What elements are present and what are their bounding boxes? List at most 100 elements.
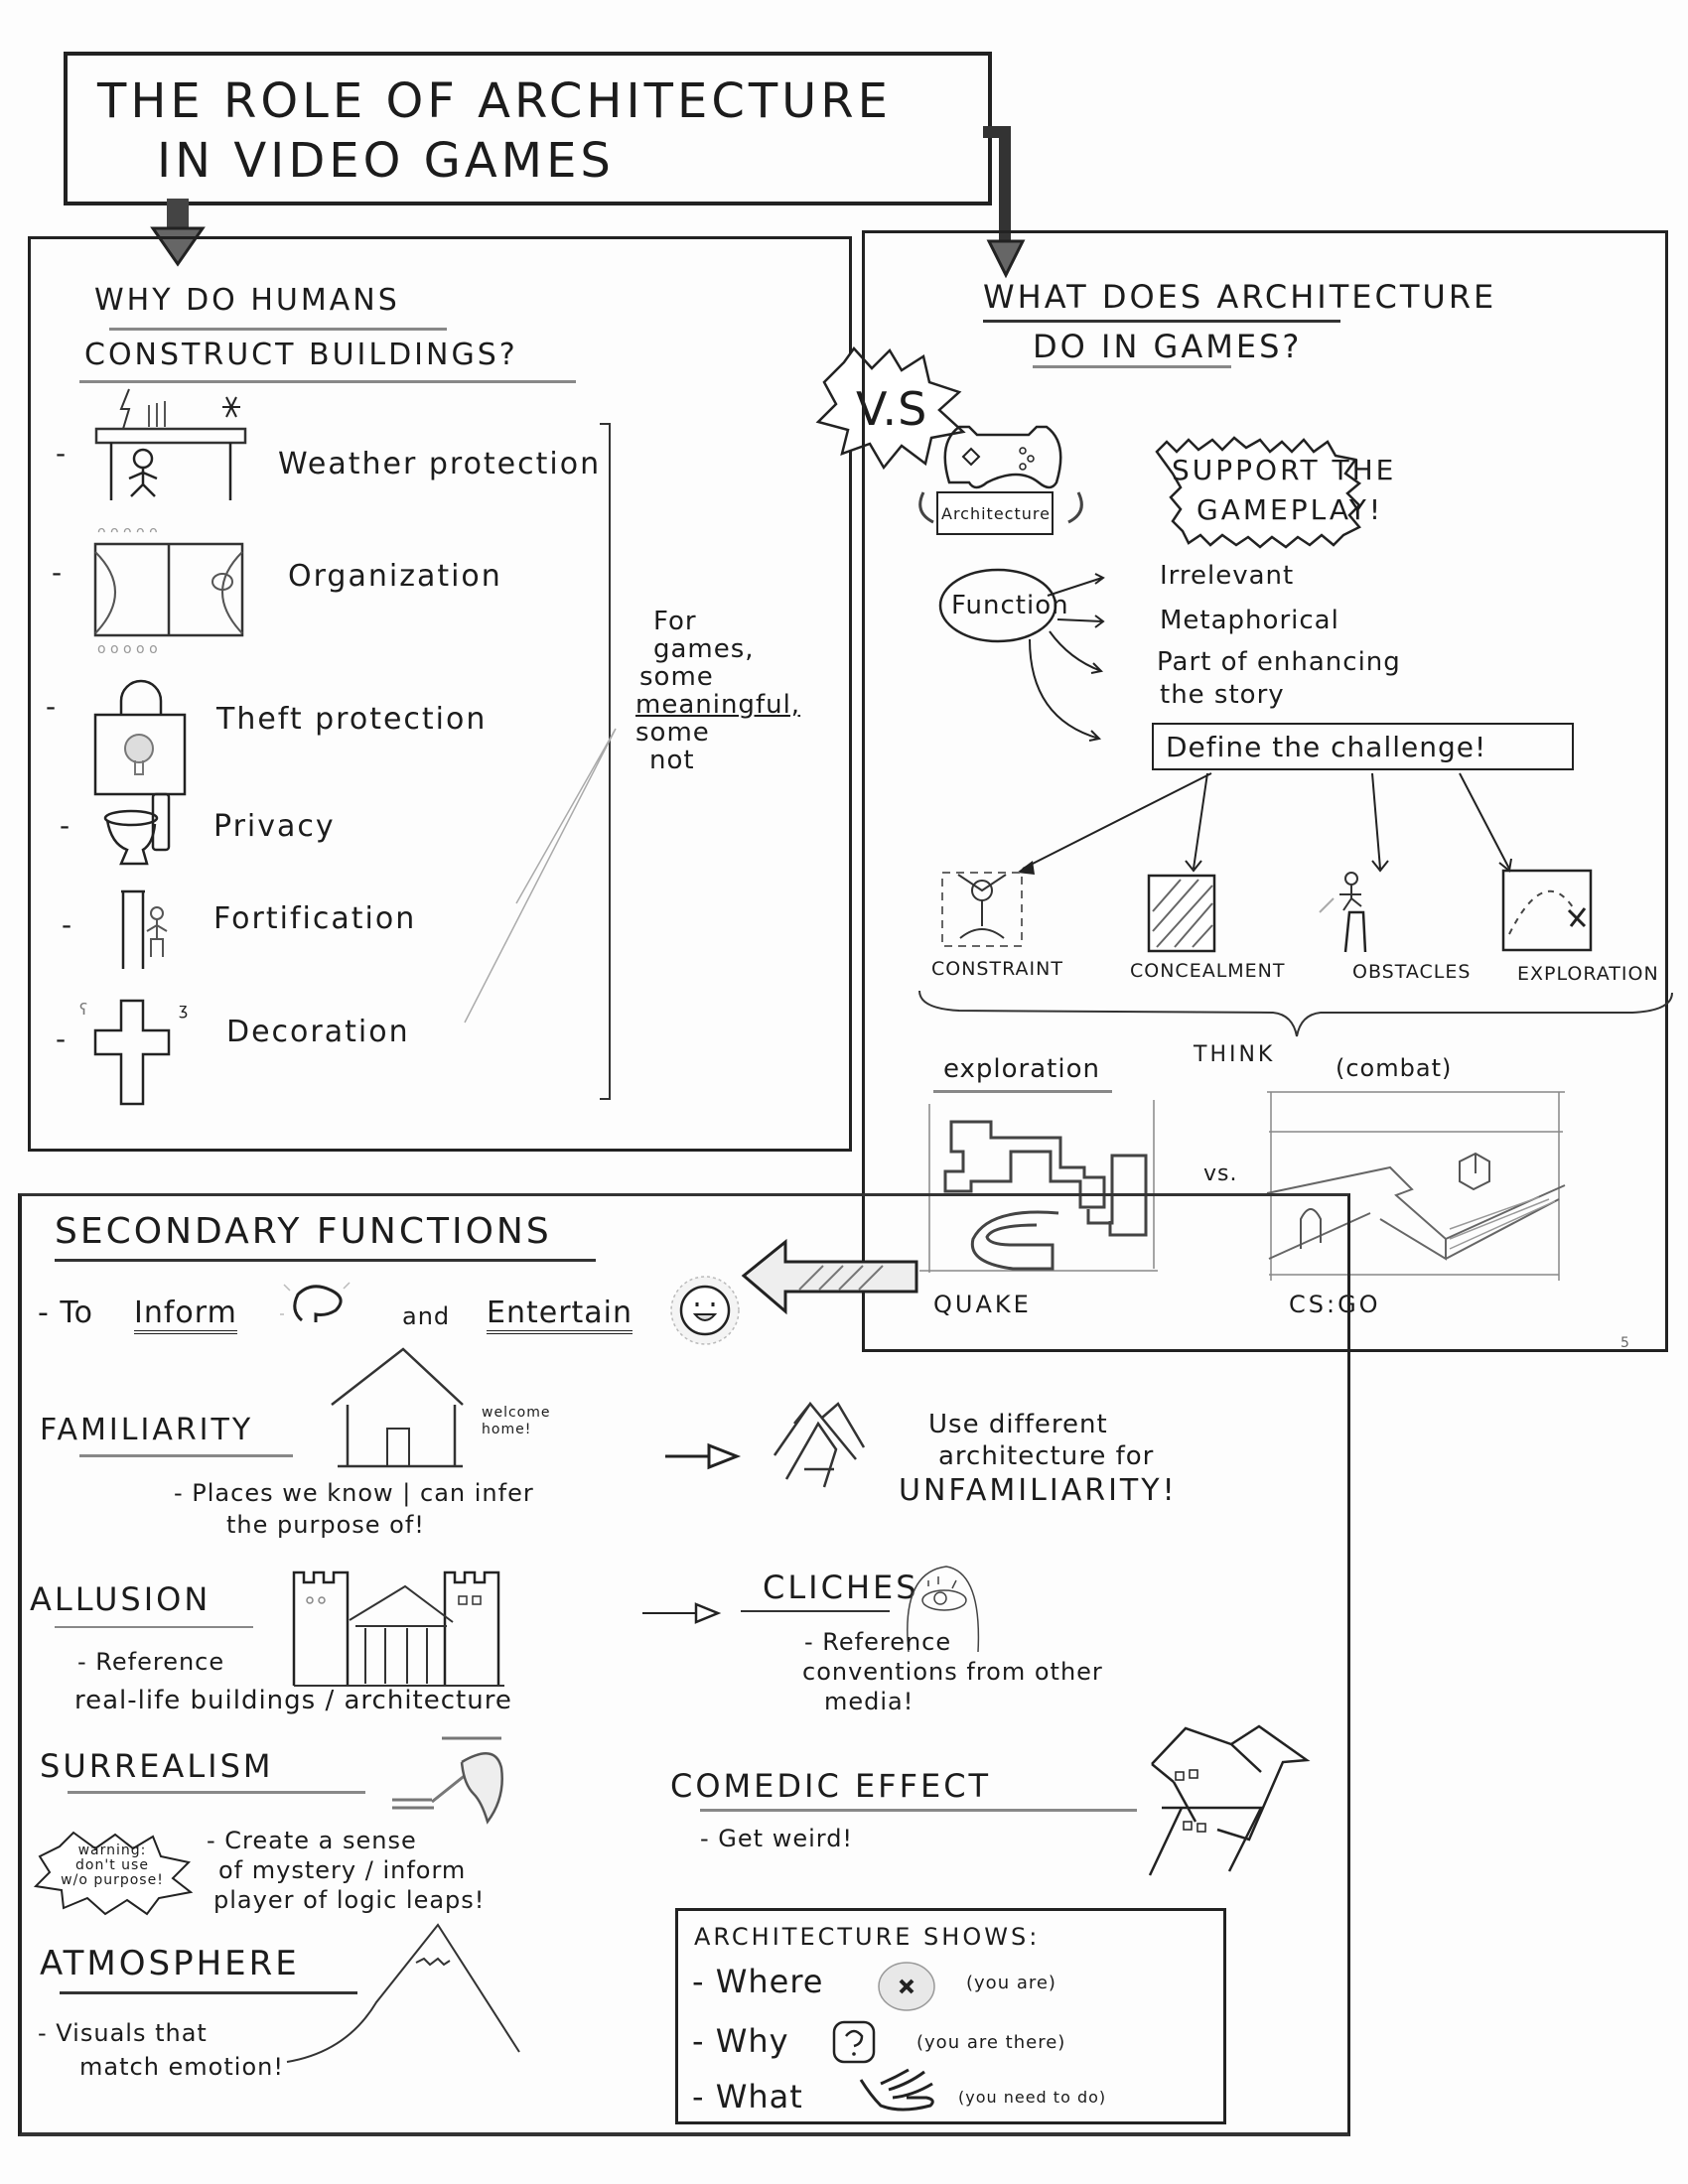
combat-caption: (combat) [1336,1054,1453,1082]
right-heading-line-1: WHAT DOES ARCHITECTURE [983,278,1497,316]
allusion-desc-1: - Reference [77,1648,225,1676]
define-challenge-box: Define the challenge! [1152,723,1574,770]
exploration-icon [1501,869,1593,952]
quake-map-sketch [919,1100,1158,1273]
weather-shelter-icon [94,388,247,500]
note-line: For [653,607,697,636]
brain-icon [280,1282,351,1322]
left-heading-line-2: CONSTRUCT BUILDINGS? [84,338,518,372]
surrealism-desc-1: - Create a sense [207,1827,417,1854]
comedic-desc: - Get weird! [700,1825,854,1852]
shows-why-note: (you are there) [916,2032,1066,2053]
secondary-heading: SECONDARY FUNCTIONS [55,1211,552,1252]
challenge-exploration: EXPLORATION [1517,963,1659,985]
shows-title: ARCHITECTURE SHOWS: [694,1923,1041,1951]
note-line: meaningful, [635,690,801,720]
underline [933,1090,1112,1093]
familiarity-desc-1: - Places we know | can infer [174,1479,534,1507]
connector-lines [464,728,617,1024]
architecture-shows-box: ARCHITECTURE SHOWS: - Where (you are) - … [675,1908,1226,2124]
warning-burst [33,1831,194,1916]
note-line: games, [653,634,755,664]
branch-metaphorical: Metaphorical [1160,606,1339,635]
unfamiliarity-line-2: architecture for [938,1441,1155,1471]
item-organization: Organization [288,559,502,594]
comedic-title: COMEDIC EFFECT [670,1767,992,1805]
csgo-scene-sketch [1266,1091,1566,1281]
map-marker-icon [878,1962,935,2011]
bullet-dash: - [56,1023,67,1055]
quake-label: QUAKE [933,1291,1032,1318]
house-note-2: home! [482,1422,532,1437]
support-line-1: SUPPORT THE [1172,454,1397,486]
support-burst-icon [1155,436,1362,549]
inform-prefix: - To [38,1296,93,1330]
underline [700,1809,1137,1812]
why-buildings-panel [28,236,852,1152]
underline [983,320,1340,323]
atmosphere-desc-2: match emotion! [79,2053,284,2081]
entertain-word: Entertain [487,1296,633,1334]
warning-note: warning: don't use w/o purpose! [58,1843,167,1888]
right-arrow-icon [665,1442,742,1470]
bracket [600,423,611,1100]
castle-temple-icon [292,1570,504,1687]
bullet-dash: - [60,809,70,842]
shows-why: - Why [692,2022,789,2060]
challenge-arrows [1017,772,1512,875]
exploration-caption: exploration [943,1054,1100,1084]
bullet-dash: - [46,690,57,723]
cliches-desc-1: - Reference [804,1628,952,1656]
familiarity-title: FAMILIARITY [40,1413,254,1447]
function-label: Function [951,591,1069,620]
left-arrow-icon [741,1238,918,1315]
item-decoration: Decoration [226,1015,410,1049]
cross-ornament-icon: ʕ ʒ [79,999,188,1106]
warning-line: don't use [75,1857,149,1873]
what-architecture-does-panel [862,230,1668,1352]
item-privacy: Privacy [213,809,336,844]
challenge-constraint: CONSTRAINT [931,958,1063,980]
architecture-label: Architecture [941,504,1051,523]
side-note: For games, some meaningful, some not [635,608,800,774]
svg-text:ʕ: ʕ [79,1000,87,1019]
underline [55,1626,253,1628]
vs-badge: V.S [856,382,928,436]
right-heading-line-2: DO IN GAMES? [1033,328,1303,365]
bullet-dash: - [56,437,67,470]
branch-irrelevant: Irrelevant [1160,561,1295,591]
court-layout-icon: ᴖ ᴖ ᴖ ᴖ ᴖ o o o o o [93,524,244,657]
underline [1033,365,1231,368]
game-controller-icon [918,425,1083,535]
svg-text:ʒ: ʒ [179,1000,188,1019]
right-arrow-icon [642,1602,722,1624]
hand-icon [859,2068,934,2112]
house-note-1: welcome [482,1405,551,1421]
shows-what-note: (you need to do) [958,2088,1107,2107]
function-bubble [938,568,1105,742]
item-theft-protection: Theft protection [216,702,488,737]
bullet-dash: - [62,908,72,941]
money-bag-lock-icon [93,679,187,796]
vs-burst-icon [815,346,966,471]
page-mark: 5 [1620,1335,1630,1351]
underline [741,1610,890,1612]
underline [55,1259,596,1262]
cliches-title: CLICHES [763,1569,919,1606]
atmosphere-title: ATMOSPHERE [40,1944,300,1983]
surrealism-desc-2: of mystery / inform [218,1856,467,1884]
underline [79,380,576,383]
strange-structure-icon [773,1401,866,1488]
underline [68,1791,365,1794]
question-box-icon [832,2020,876,2064]
obstacles-icon [1319,872,1367,953]
house-icon [331,1347,464,1468]
svg-text:ᴖ ᴖ ᴖ ᴖ ᴖ: ᴖ ᴖ ᴖ ᴖ ᴖ [97,524,158,540]
bullet-dash: - [52,556,63,589]
challenge-concealment: CONCEALMENT [1130,960,1286,982]
cliches-desc-2: conventions from other [802,1658,1103,1686]
csgo-label: CS:GO [1289,1291,1381,1318]
unfamiliarity-word: UNFAMILIARITY! [899,1473,1178,1508]
title-box: THE ROLE OF ARCHITECTURE IN VIDEO GAMES [64,52,992,205]
inform-word: Inform [134,1296,237,1334]
